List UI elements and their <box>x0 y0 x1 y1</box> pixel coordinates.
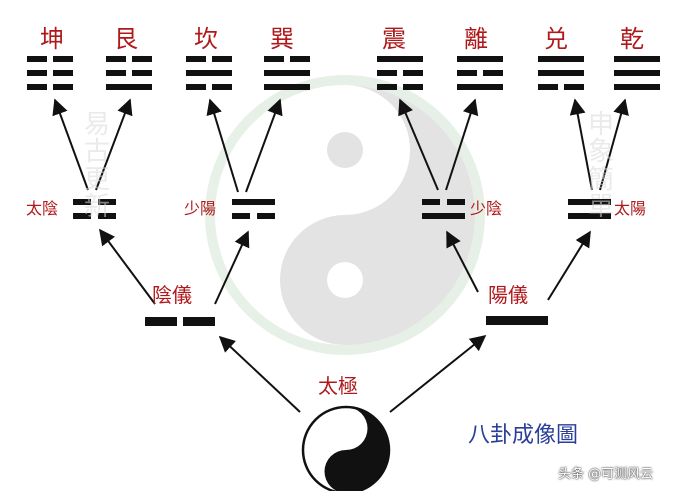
arrow-yin-to-shaoyang <box>214 230 250 305</box>
trigram-symbol <box>27 56 73 90</box>
label-yin-yi: 陰儀 <box>152 283 192 307</box>
yang-line <box>614 70 660 76</box>
yang-line <box>614 84 660 90</box>
watermark-right: 申 象 簡 單 <box>586 110 616 222</box>
yang-line <box>264 84 310 90</box>
arrow-shaoyang-to-kan <box>206 98 239 193</box>
yin-line-segment <box>564 84 584 90</box>
trigram-symbol <box>614 56 660 90</box>
arrow-taiyang-to-dui <box>569 98 593 191</box>
trigram-label-xun: 巽 <box>270 25 294 53</box>
watermark-char: 易 <box>83 110 110 140</box>
yin-line-segment <box>53 56 73 62</box>
arrow-shaoyin-to-li <box>445 98 479 191</box>
arrow-taiyang-to-qian <box>599 98 629 191</box>
yin-line-segment <box>53 84 73 90</box>
yin-line-segment <box>403 84 423 90</box>
trigram-label-dui: 兑 <box>544 25 568 53</box>
shaoyang-symbol <box>232 199 275 219</box>
yi-symbols <box>145 316 548 326</box>
watermark-left: 易 古 更 新 <box>82 110 112 222</box>
trigram-label-qian: 乾 <box>620 25 644 53</box>
yang-line <box>457 56 503 62</box>
yin-line-segment <box>538 84 558 90</box>
arrow-yin-to-taiyin <box>99 228 156 305</box>
label-taiyang: 太陽 <box>614 199 647 218</box>
yin-line-segment <box>132 56 152 62</box>
yang-line <box>457 84 503 90</box>
watermark-char: 古 <box>83 137 110 168</box>
yang-line <box>538 56 584 62</box>
label-yang-yi: 陽儀 <box>488 283 528 307</box>
yin-line-segment <box>27 70 47 76</box>
trigram-label-kun: 坤 <box>40 25 64 53</box>
arrow-taiji-to-yang <box>389 335 487 413</box>
taiyang-symbol <box>568 199 611 219</box>
arrow-taiji-to-yin <box>218 335 301 413</box>
arrow-taiyin-to-kun <box>52 98 89 191</box>
trigram-symbols <box>27 56 660 90</box>
yang-line <box>377 56 423 62</box>
yang-line <box>106 84 152 90</box>
yin-line-segment <box>27 84 47 90</box>
taiyin-symbol <box>73 199 116 219</box>
trigram-symbol <box>457 56 503 90</box>
watermark-char: 單 <box>587 191 614 222</box>
yin-line-segment <box>377 70 397 76</box>
label-taiyin: 太陰 <box>26 199 59 218</box>
yin-line-segment <box>106 70 126 76</box>
yin-line-segment <box>186 84 206 90</box>
watermark-char: 更 <box>83 164 110 195</box>
trigram-symbol <box>186 56 232 90</box>
yin-line-segment <box>290 56 310 62</box>
source-credit: 头条 @可测风云 <box>558 467 654 482</box>
trigram-label-li: 離 <box>464 25 488 53</box>
arrow-shaoyang-to-xun <box>245 98 283 193</box>
yin-line-segment <box>403 70 423 76</box>
yin-line-segment <box>212 56 232 62</box>
trigram-symbol <box>106 56 152 90</box>
yin-line-segment <box>212 84 232 90</box>
yin-line-segment <box>53 70 73 76</box>
arrow-shaoyin-to-zhen <box>398 98 439 191</box>
trigram-label-kan: 坎 <box>194 25 218 53</box>
watermark-char: 申 <box>587 110 614 140</box>
yang-line <box>264 70 310 76</box>
taiji-symbol <box>301 405 391 491</box>
watermark-char: 簡 <box>587 164 614 195</box>
yang-line <box>538 70 584 76</box>
watermark-char: 新 <box>83 191 110 222</box>
yin-line-segment <box>106 56 126 62</box>
label-shaoyang: 少陽 <box>184 199 217 218</box>
yin-line-segment <box>186 56 206 62</box>
yin-line-segment <box>483 70 503 76</box>
trigram-symbol <box>264 56 310 90</box>
yang-yi-symbol <box>486 316 548 325</box>
trigram-label-gen: 艮 <box>114 25 138 53</box>
yang-line <box>186 70 232 76</box>
shaoyin-symbol <box>422 199 465 219</box>
trigram-symbol <box>377 56 423 90</box>
yin-line-segment <box>457 70 477 76</box>
arrow-yang-to-taiyang <box>547 230 591 301</box>
label-shaoyin: 少陰 <box>470 199 503 218</box>
arrows <box>52 98 629 413</box>
trigram-symbol <box>538 56 584 90</box>
yin-line-segment <box>27 56 47 62</box>
yin-line-segment <box>264 56 284 62</box>
label-taiji: 太極 <box>318 374 358 398</box>
yin-line-segment <box>377 84 397 90</box>
yin-yi-symbol <box>145 317 215 326</box>
diagram-title: 八卦成像圖 <box>468 423 579 448</box>
xiang-symbols <box>73 199 611 219</box>
background-taiji-watermark <box>205 75 485 355</box>
yin-line-segment <box>132 70 152 76</box>
yang-line <box>614 56 660 62</box>
watermark-char: 象 <box>587 137 614 168</box>
trigram-label-zhen: 震 <box>382 25 406 53</box>
arrow-taiyin-to-gen <box>95 98 133 191</box>
arrow-yang-to-shaoyin <box>446 230 479 293</box>
